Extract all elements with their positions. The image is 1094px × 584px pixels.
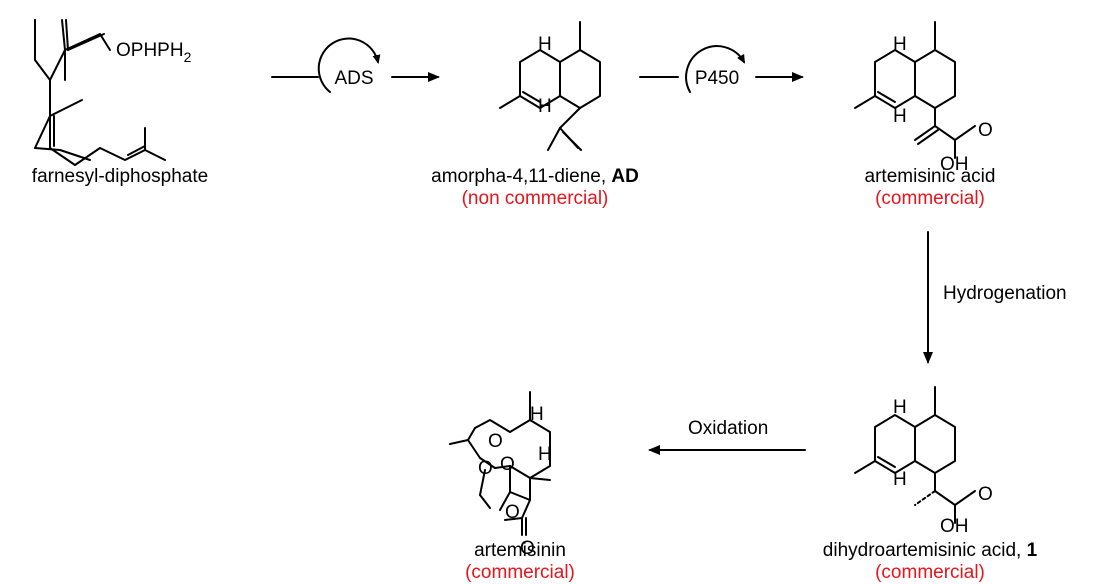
fpp-group-label: OPHPH2	[116, 40, 192, 65]
fpp-name: farnesyl-diphosphate	[31, 166, 209, 187]
dhaa-status: (commercial)	[875, 562, 985, 583]
art-h-top: H	[530, 404, 544, 425]
aa-status: (commercial)	[875, 188, 985, 209]
dhaa-label: dihydroartemisinic acid, 1 (commercial)	[780, 540, 1080, 584]
ad-h-bottom: H	[538, 96, 552, 117]
step-oxidation: Oxidation	[688, 418, 769, 439]
aa-label: artemisinic acid (commercial)	[820, 166, 1040, 210]
art-h-mid: H	[538, 444, 552, 465]
step-hydrogenation: Hydrogenation	[943, 283, 1067, 304]
dhaa-structure	[854, 386, 976, 524]
art-label: artemisinin (commercial)	[420, 540, 620, 584]
fpp-structure	[34, 19, 166, 166]
aa-o: O	[978, 120, 993, 141]
ad-status: (non commercial)	[461, 188, 609, 209]
dhaa-o: O	[978, 484, 993, 505]
art-o-4: O	[505, 502, 520, 523]
dhaa-h-bottom: H	[893, 469, 907, 490]
art-o-2: O	[500, 454, 515, 475]
aa-h-bottom: H	[893, 106, 907, 127]
ad-label: amorpha-4,11-diene, AD (non commercial)	[395, 166, 675, 210]
aa-h-top: H	[893, 34, 907, 55]
arrow-p450	[639, 45, 804, 93]
arrow-ads	[271, 37, 440, 93]
ad-structure	[499, 21, 601, 151]
aa-name: artemisinic acid	[864, 166, 996, 187]
dhaa-oh: OH	[940, 516, 969, 537]
art-o-5: O	[520, 538, 535, 559]
ad-h-top: H	[538, 34, 552, 55]
ad-name: amorpha-4,11-diene, AD	[431, 166, 639, 187]
artemisinin-structure	[449, 391, 551, 536]
enzyme-p450: P450	[695, 68, 739, 89]
art-o-1: O	[488, 431, 503, 452]
art-status: (commercial)	[465, 562, 575, 583]
dhaa-name: dihydroartemisinic acid, 1	[822, 540, 1038, 561]
enzyme-ads: ADS	[334, 68, 373, 89]
dhaa-h-top: H	[893, 397, 907, 418]
aa-oh: OH	[940, 154, 969, 175]
art-name: artemisinin	[474, 540, 566, 561]
aa-structure	[854, 21, 976, 159]
art-o-3: O	[478, 458, 493, 479]
